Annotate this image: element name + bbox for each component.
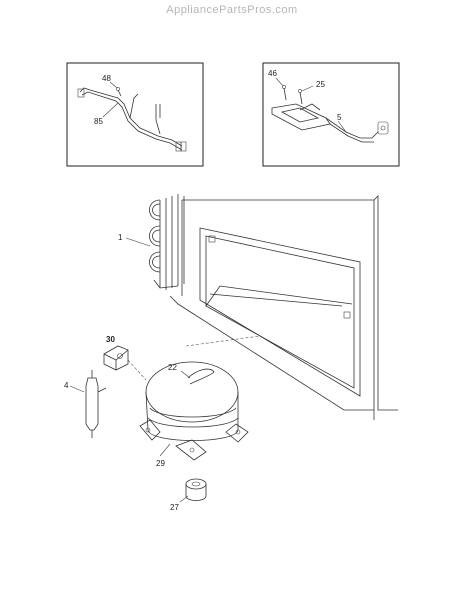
callout-4: 4	[64, 381, 69, 390]
site-watermark: AppliancePartsPros.com	[166, 4, 298, 16]
screw-25	[299, 91, 303, 105]
callout-27: 27	[170, 503, 179, 512]
wire-harness-5	[325, 117, 379, 139]
callout-48: 48	[102, 74, 111, 83]
inset-right: 46 25 5	[262, 62, 400, 167]
inset-right-frame	[262, 62, 400, 167]
main-assembly: 1 30 4	[64, 194, 398, 512]
overload-relay	[103, 345, 129, 371]
callout-1: 1	[118, 233, 123, 242]
callout-46: 46	[268, 69, 277, 78]
inset-left: 48 85	[66, 62, 204, 167]
grommet	[185, 478, 207, 501]
condenser-coil	[149, 194, 185, 290]
inset-left-frame	[66, 62, 204, 167]
callout-5: 5	[337, 113, 342, 122]
callout-22: 22	[168, 363, 177, 372]
screw-48	[117, 89, 122, 97]
callout-29: 29	[156, 459, 165, 468]
callout-85: 85	[94, 117, 103, 126]
cabinet-recess	[199, 227, 361, 397]
filter-drier	[85, 370, 107, 438]
compressor	[139, 361, 249, 461]
screw-46	[283, 87, 287, 101]
cabinet-outline	[182, 195, 398, 411]
wire-harness-85	[79, 87, 183, 147]
callout-25: 25	[316, 80, 325, 89]
callout-30: 30	[106, 335, 115, 344]
compressor-clip	[187, 368, 215, 385]
